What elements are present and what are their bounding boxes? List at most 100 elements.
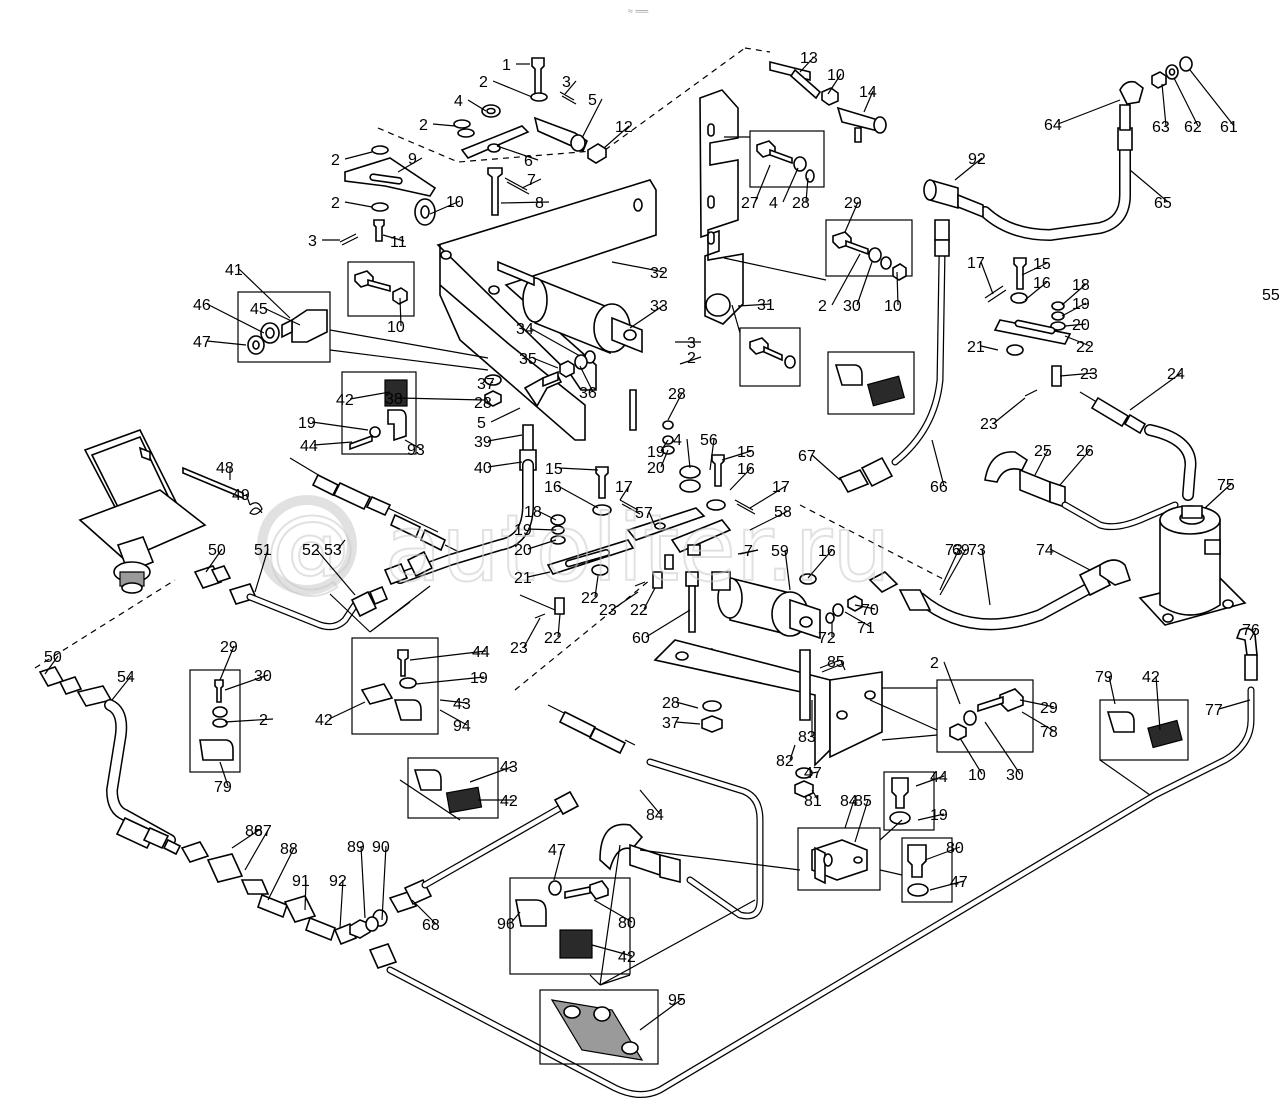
callout-leader: [1218, 699, 1251, 710]
callout-leader: [667, 392, 683, 421]
callout-number-14: 14: [859, 84, 877, 101]
callout-number-27: 27: [741, 195, 759, 212]
callout-number-2: 2: [331, 152, 340, 169]
callout-leader: [557, 613, 561, 638]
callout-number-5: 5: [477, 415, 486, 432]
callout-leader: [521, 178, 542, 189]
callout-number-43: 43: [453, 696, 471, 713]
callout-number-47: 47: [950, 874, 968, 891]
callout-leader: [660, 439, 669, 452]
callout-number-50: 50: [44, 649, 62, 666]
callout-number-2: 2: [930, 655, 939, 672]
callout-number-83: 83: [798, 729, 816, 746]
hardware-box-78: [869, 679, 1034, 753]
linkage-top-group: [339, 57, 607, 246]
callout-number-47: 47: [804, 765, 822, 782]
callout-number-4: 4: [673, 432, 682, 449]
callout-number-73: 73: [968, 542, 986, 559]
callout-number-28: 28: [792, 195, 810, 212]
hose-73: [825, 456, 1132, 631]
callout-number-22: 22: [1076, 339, 1094, 356]
callout-leader: [754, 164, 771, 203]
pipe-77: [386, 627, 1258, 1098]
callout-leader: [467, 99, 487, 112]
callout-leader: [485, 397, 489, 403]
callout-leader: [915, 775, 945, 787]
callout-number-6: 6: [524, 153, 533, 170]
callout-number-13: 13: [800, 50, 818, 67]
left-upper-hardware: [237, 261, 489, 371]
callout-number-3: 3: [562, 74, 571, 91]
callout-leader: [863, 90, 874, 113]
dashed-assembly-lines: [34, 47, 946, 691]
callout-number-53: 53: [324, 542, 342, 559]
callout-leader: [328, 701, 366, 720]
callout-number-30: 30: [254, 668, 272, 685]
callout-number-55: 55: [1262, 287, 1280, 304]
callout-number-24: 24: [1167, 366, 1185, 383]
callout-number-23: 23: [599, 602, 617, 619]
callout-number-77: 77: [1205, 702, 1223, 719]
callout-leader: [639, 789, 661, 815]
callout-leader: [1057, 99, 1121, 125]
callout-leader: [1021, 711, 1055, 732]
callout-number-20: 20: [647, 460, 665, 477]
pedal-assembly: [78, 429, 263, 594]
callout-leader: [648, 511, 656, 527]
callout-number-86: 86: [245, 823, 263, 840]
callout-leader: [959, 737, 983, 775]
callout-number-52: 52: [302, 542, 320, 559]
callout-number-34: 34: [516, 321, 534, 338]
callout-leader: [311, 421, 369, 431]
callout-number-30: 30: [843, 298, 861, 315]
callout-number-15: 15: [737, 444, 755, 461]
callout-number-92: 92: [329, 873, 347, 890]
callout-leader: [591, 944, 633, 957]
callout-leader: [1019, 699, 1055, 708]
callout-number-46: 46: [193, 297, 211, 314]
callout-leader: [844, 611, 872, 628]
hardware-boxes-upper: [723, 130, 913, 387]
callout-number-80: 80: [946, 840, 964, 857]
callout-number-2: 2: [687, 350, 696, 367]
callout-number-92: 92: [968, 151, 986, 168]
callout-leader: [527, 539, 557, 550]
watermark-text: autoliter.ru: [385, 495, 891, 602]
callout-number-18: 18: [1072, 277, 1090, 294]
callout-number-10: 10: [968, 767, 986, 784]
callout-leader: [749, 485, 787, 509]
callout-leader: [304, 879, 307, 911]
callout-number-5: 5: [588, 92, 597, 109]
callout-number-12: 12: [615, 119, 633, 136]
callout-number-61: 61: [1220, 119, 1238, 136]
callout-number-66: 66: [930, 479, 948, 496]
callout-number-19: 19: [1072, 296, 1090, 313]
callout-number-85: 85: [854, 793, 872, 810]
clip-box-43-upper: [827, 351, 915, 415]
callout-leader: [206, 303, 265, 334]
middle-pins-and-plate: [592, 420, 759, 633]
callout-number-47: 47: [193, 334, 211, 351]
callout-number-41: 41: [225, 262, 243, 279]
callout-leader: [339, 879, 344, 929]
callout-leader: [611, 261, 665, 273]
callout-number-54: 54: [117, 669, 135, 686]
callout-leader: [439, 699, 468, 704]
callout-number-47: 47: [548, 842, 566, 859]
callout-leader: [581, 98, 603, 139]
callout-leader: [344, 151, 373, 160]
callout-number-21: 21: [967, 339, 985, 356]
callout-leader: [245, 493, 251, 506]
callout-leader: [1129, 372, 1182, 411]
callout-number-18: 18: [524, 504, 542, 521]
callout-number-10: 10: [446, 194, 464, 211]
callout-leader: [558, 467, 599, 471]
callout-leader: [954, 157, 983, 181]
callout-number-20: 20: [1072, 317, 1090, 334]
callout-number-2: 2: [331, 195, 340, 212]
callout-leader: [492, 80, 533, 98]
callout-number-42: 42: [500, 793, 518, 810]
callout-leader: [645, 609, 691, 638]
callout-number-42: 42: [315, 712, 333, 729]
callout-number-68: 68: [422, 917, 440, 934]
